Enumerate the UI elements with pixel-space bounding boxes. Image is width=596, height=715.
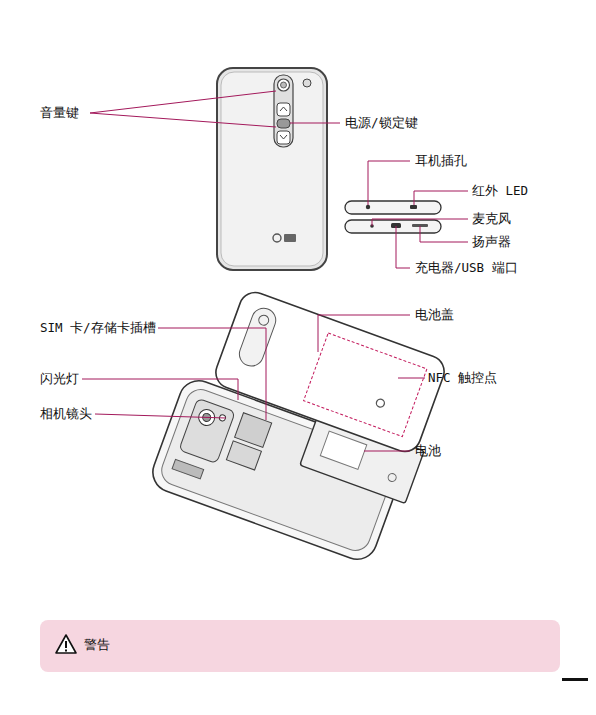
leader-lines xyxy=(82,91,468,451)
part-label: 电池盖 xyxy=(415,307,454,323)
phone-edge-views xyxy=(345,201,441,233)
part-label: 相机镜头 xyxy=(40,406,92,422)
part-label: 红外 LED xyxy=(472,183,528,199)
warning-icon xyxy=(54,633,78,655)
part-label: 耳机插孔 xyxy=(415,153,467,169)
part-label: SIM 卡/存储卡插槽 xyxy=(40,320,156,336)
part-label: 音量键 xyxy=(40,105,79,121)
part-label: 充电器/USB 端口 xyxy=(415,260,518,276)
part-label: 闪光灯 xyxy=(40,371,79,387)
page-mark xyxy=(562,678,588,681)
part-label: 电池 xyxy=(415,443,441,459)
part-label: 麦克风 xyxy=(472,211,511,227)
warning-box: 警告 xyxy=(40,620,560,672)
phone-back xyxy=(217,68,327,270)
part-label: 电源/锁定键 xyxy=(345,115,418,131)
warning-title: 警告 xyxy=(84,636,110,654)
part-label: NFC 触控点 xyxy=(428,370,497,386)
battery-cover xyxy=(211,288,448,456)
part-label: 扬声器 xyxy=(472,234,511,250)
